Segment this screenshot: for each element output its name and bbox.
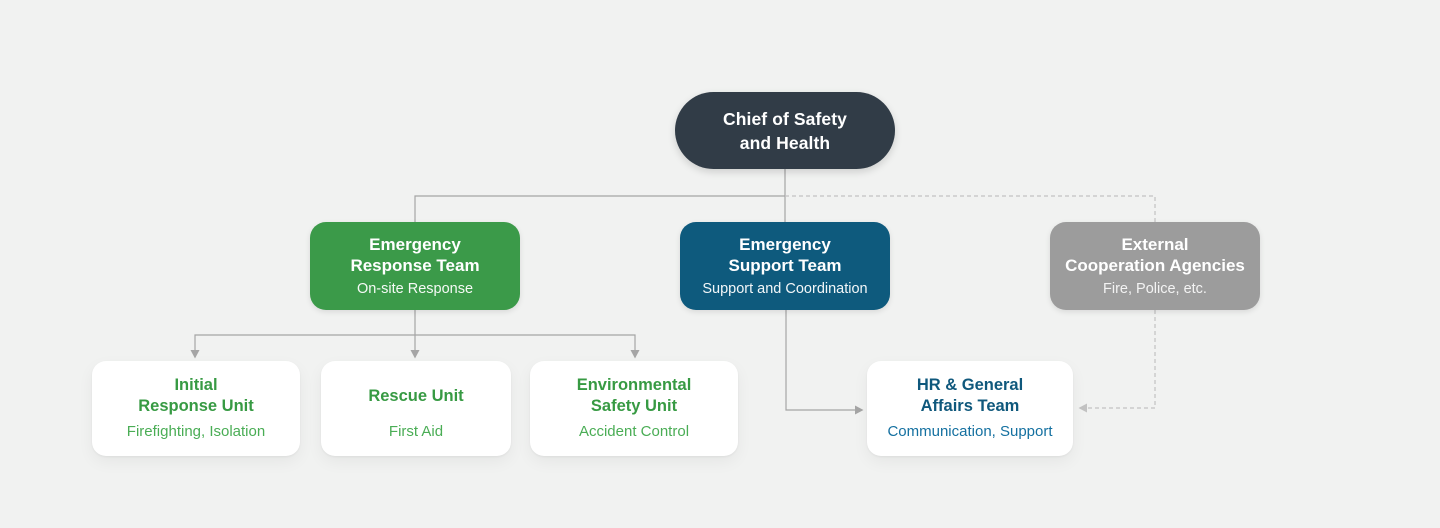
node-subtitle: Fire, Police, etc. [1103,281,1207,297]
arrow-left-icon [1078,403,1087,413]
node-title: Emergency Support Team [728,235,842,275]
solid-connectors [194,168,855,411]
dashed-connectors [785,195,1156,409]
node-emergency-response-team: Emergency Response Team On-site Response [310,222,520,310]
node-subtitle: First Aid [388,423,444,440]
title-area: Environmental Safety Unit [577,375,692,417]
node-title: Environmental Safety Unit [576,376,692,415]
node-subtitle: Communication, Support [887,423,1053,440]
node-title: External Cooperation Agencies [1065,235,1245,275]
node-subtitle: Accident Control [578,423,690,440]
node-title: Chief of Safety and Health [722,108,848,153]
node-title: Rescue Unit [368,386,464,405]
title-area: Rescue Unit [368,375,463,417]
title-area: HR & General Affairs Team [917,375,1023,417]
node-emergency-support-team: Emergency Support Team Support and Coord… [680,222,890,310]
node-title: HR & General Affairs Team [916,376,1024,415]
node-subtitle: On-site Response [356,281,474,297]
arrow-down-icon [410,350,420,359]
node-title: Emergency Response Team [350,235,480,275]
arrow-down-icon [190,350,200,359]
node-subtitle: Firefighting, Isolation [126,423,266,440]
node-external-cooperation-agencies: External Cooperation Agencies Fire, Poli… [1050,222,1260,310]
node-subtitle: Support and Coordination [702,281,868,297]
node-chief-of-safety-and-health: Chief of Safety and Health [675,92,895,169]
arrow-right-icon [855,405,864,415]
node-title: Initial Response Unit [138,376,254,415]
node-rescue-unit: Rescue Unit First Aid [321,361,511,456]
arrowheads [190,350,1087,415]
node-initial-response-unit: Initial Response Unit Firefighting, Isol… [92,361,300,456]
title-area: Initial Response Unit [138,375,254,417]
arrow-down-icon [630,350,640,359]
node-environmental-safety-unit: Environmental Safety Unit Accident Contr… [530,361,738,456]
node-hr-general-affairs-team: HR & General Affairs Team Communication,… [867,361,1073,456]
